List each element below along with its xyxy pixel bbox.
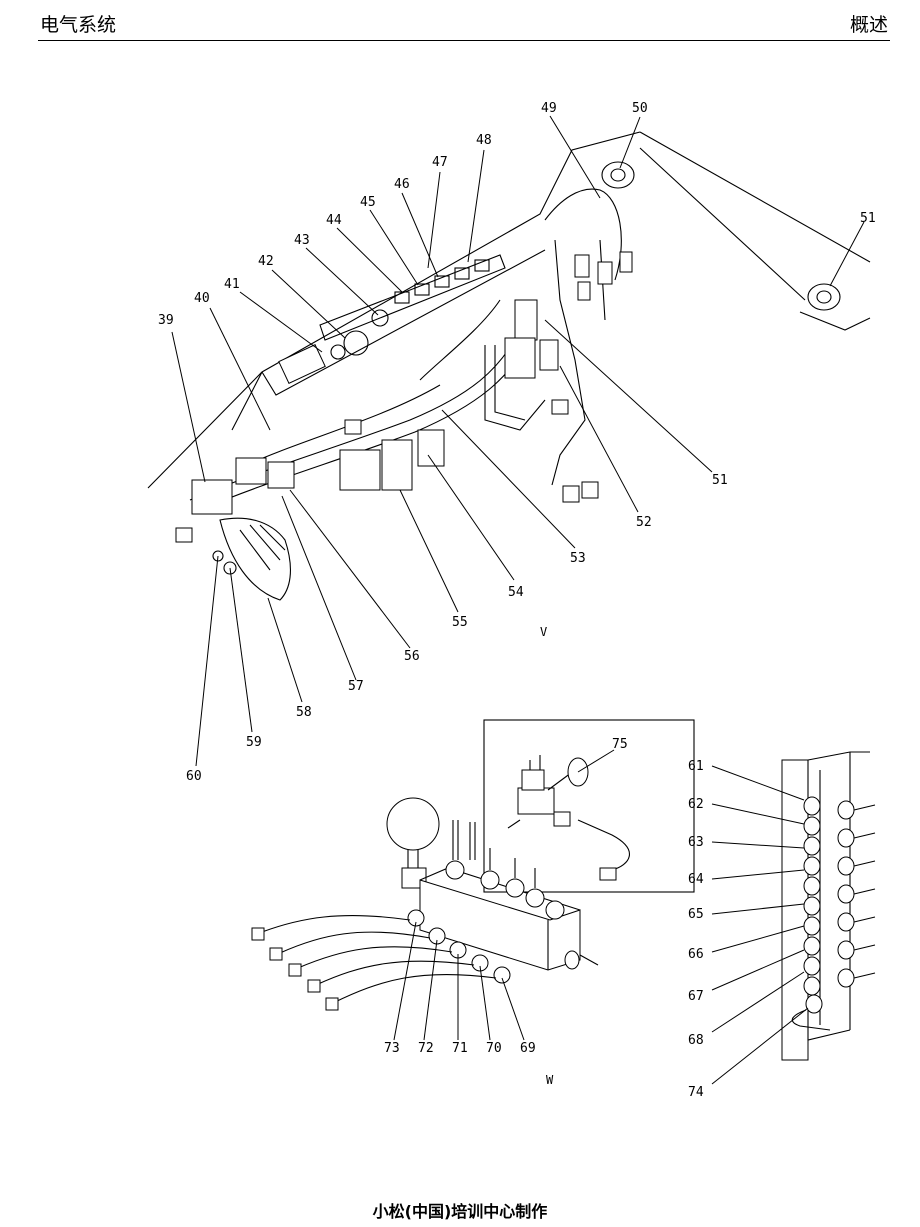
header-rule xyxy=(38,40,890,41)
callout-39: 39 xyxy=(158,313,174,328)
callout-40: 40 xyxy=(194,291,210,306)
callout-65: 65 xyxy=(688,907,704,922)
callout-60: 60 xyxy=(186,769,202,784)
callout-58: 58 xyxy=(296,705,312,720)
callout-52: 52 xyxy=(636,515,652,530)
callout-47: 47 xyxy=(432,155,448,170)
callout-69: 74 xyxy=(688,1085,704,1100)
callout-62: 62 xyxy=(688,797,704,812)
callout-57: 57 xyxy=(348,679,364,694)
callout-71: 70 xyxy=(486,1041,502,1056)
view-label-v: V xyxy=(540,625,547,639)
callout-49: 49 xyxy=(541,101,557,116)
fuse-panel-callouts: 61 62 63 64 65 66 67 68 74 xyxy=(688,759,704,1100)
view-label-w: W xyxy=(546,1073,554,1087)
callout-61: 61 xyxy=(688,759,704,774)
valve-callouts: 73 72 71 70 69 75 W xyxy=(384,737,628,1087)
callout-45: 45 xyxy=(360,195,376,210)
callout-66: 66 xyxy=(688,947,704,962)
callout-43: 43 xyxy=(294,233,310,248)
callout-46: 46 xyxy=(394,177,410,192)
callout-53: 53 xyxy=(570,551,586,566)
callout-51: 51 xyxy=(712,473,728,488)
callout-73: 72 xyxy=(418,1041,434,1056)
callout-64: 64 xyxy=(688,872,704,887)
callout-72: 71 xyxy=(452,1041,468,1056)
callout-44: 44 xyxy=(326,213,342,228)
footer-credit: 小松(中国)培训中心制作 xyxy=(372,1202,548,1221)
callout-67: 67 xyxy=(688,989,704,1004)
harness-leader-lines xyxy=(171,115,865,767)
fuse-column xyxy=(803,796,876,1014)
section-title: 电气系统 xyxy=(40,14,117,36)
valve-leader-lines xyxy=(393,749,615,1041)
fuse-panel-drawing xyxy=(781,751,876,1061)
callout-75: 75 xyxy=(612,737,628,752)
callout-59: 59 xyxy=(246,735,262,750)
harness-callouts: 39 40 41 42 43 44 45 46 47 48 49 50 51 5… xyxy=(158,101,876,784)
callout-74: 73 xyxy=(384,1041,400,1056)
callout-63: 63 xyxy=(688,835,704,850)
callout-42: 42 xyxy=(258,254,274,269)
valve-drawing xyxy=(251,719,695,1011)
callout-41: 41 xyxy=(224,277,240,292)
callout-55: 55 xyxy=(452,615,468,630)
fuse-panel-leader-lines xyxy=(711,765,809,1085)
harness-drawing xyxy=(147,131,871,601)
callout-54: 54 xyxy=(508,585,524,600)
callout-68: 68 xyxy=(688,1033,704,1048)
callout-51-top: 51 xyxy=(860,211,876,226)
callout-50: 50 xyxy=(632,101,648,116)
callout-48: 48 xyxy=(476,133,492,148)
page-subtitle: 概述 xyxy=(849,14,888,36)
callout-56: 56 xyxy=(404,649,420,664)
callout-70: 69 xyxy=(520,1041,536,1056)
